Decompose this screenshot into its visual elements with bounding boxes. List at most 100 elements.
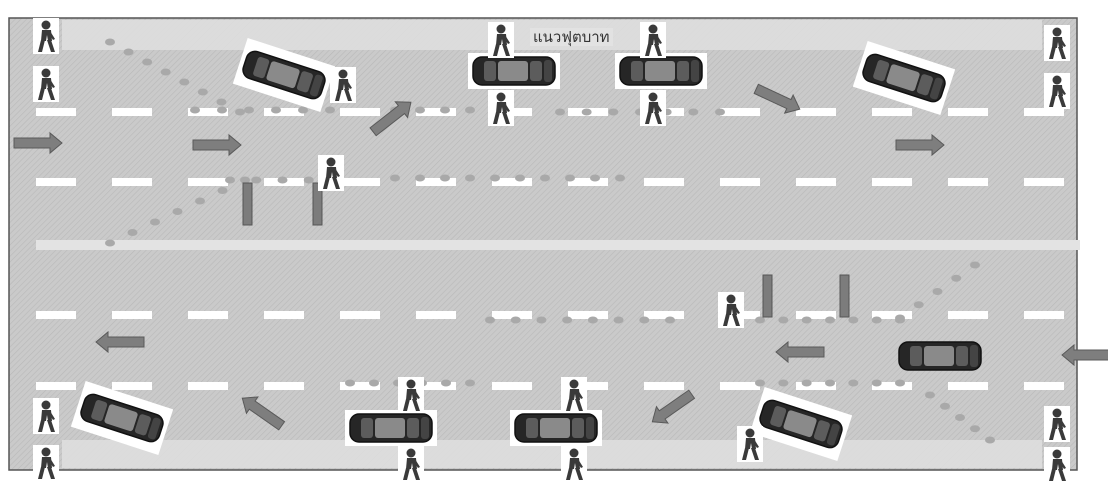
crossing-dot [160, 68, 171, 76]
crossing-dot [801, 316, 812, 324]
crossing-dot [217, 187, 228, 194]
lane-dash [644, 382, 684, 390]
lane-dash [416, 382, 456, 390]
crossing-dot [985, 436, 995, 444]
lane-dash [796, 311, 836, 319]
crossing-dot [755, 379, 765, 387]
crossing-dot [848, 316, 859, 324]
lane-dash [644, 311, 684, 319]
lane-dash [872, 108, 912, 116]
crossing-dot [536, 316, 547, 324]
lane-dash [644, 178, 684, 186]
crossing-dot [298, 106, 308, 114]
lane-dash [36, 382, 76, 390]
crossing-dot [485, 316, 495, 324]
crossing-dot [510, 316, 521, 324]
lane-dash [948, 311, 988, 319]
crossing-dot [955, 414, 965, 421]
crossing-dot [615, 174, 625, 182]
sidewalk-line-label: แนวฟุตบาท [530, 28, 613, 46]
crossing-dot [970, 261, 980, 269]
lane-dash [720, 108, 760, 116]
crossing-dot [197, 88, 208, 96]
crossing-dot [325, 106, 335, 114]
crossing-dot [871, 316, 882, 324]
crossing-dots [105, 38, 995, 444]
crossing-dot [825, 316, 835, 324]
lane-dash [568, 382, 608, 390]
crossing-dot [142, 58, 153, 66]
crossing-dot [105, 239, 115, 247]
lane-dash [948, 108, 988, 116]
lane-dash [492, 311, 532, 319]
crossing-dot [127, 229, 138, 236]
crossing-dot [581, 108, 592, 116]
crossing-dot [277, 176, 288, 184]
barrier-posts [242, 182, 850, 318]
lane-dash [796, 382, 836, 390]
crossing-dot [415, 174, 425, 182]
lane-dash [872, 311, 912, 319]
lane-dash [188, 108, 228, 116]
crossing-dot [172, 208, 183, 215]
crossing-dot [565, 174, 575, 182]
lane-dash [796, 108, 836, 116]
crossing-dot [190, 106, 200, 114]
lane-dash [264, 108, 304, 116]
crossing-dot [825, 379, 835, 387]
lane-dash [340, 178, 380, 186]
crossing-dot [465, 174, 475, 182]
crossing-dot [217, 106, 227, 114]
crossing-dot [465, 379, 475, 387]
cars [70, 37, 982, 462]
lane-dash [188, 178, 228, 186]
crossing-dot [913, 301, 924, 309]
lane-dash [264, 382, 304, 390]
lane-dash [1024, 311, 1064, 319]
lane-dash [112, 382, 152, 390]
lane-dash [36, 178, 76, 186]
crossing-dot [240, 176, 250, 184]
lane-dash [36, 311, 76, 319]
crossing-dot [303, 176, 314, 184]
lane-dash [188, 311, 228, 319]
crossing-dot [555, 108, 565, 116]
lane-dash [948, 178, 988, 186]
lane-dash [264, 311, 304, 319]
crossing-dot [895, 314, 905, 322]
crossing-dot [587, 316, 598, 324]
crossing-dot [235, 108, 245, 116]
lane-dash [112, 311, 152, 319]
crossing-dot [778, 316, 789, 324]
lane-dash [796, 178, 836, 186]
lane-dash [872, 178, 912, 186]
crossing-dot [390, 174, 400, 182]
crossing-dot [590, 174, 600, 182]
crossing-dot [123, 48, 134, 56]
crossing-dot [895, 379, 905, 387]
crossing-dot [688, 108, 699, 116]
crossing-dot [932, 288, 943, 295]
lane-dash [112, 178, 152, 186]
crossing-dot [440, 106, 450, 114]
crossing-dot [195, 197, 205, 205]
crossing-dot [179, 78, 190, 86]
crossing-dot [848, 379, 859, 387]
crossing-dot [562, 316, 573, 324]
lane-dash [340, 382, 380, 390]
crossing-dot [369, 379, 379, 387]
crossing-dot [970, 425, 980, 433]
crossing-dot [415, 106, 425, 114]
crossing-dot [105, 38, 115, 46]
crossing-dot [925, 391, 935, 399]
crossing-dot [778, 379, 789, 387]
crossing-dot [150, 218, 160, 226]
crossing-dot [608, 108, 619, 116]
crossing-dot [225, 176, 235, 184]
crossing-dot [465, 106, 475, 114]
lane-dash [492, 178, 532, 186]
lane-dash [1024, 382, 1064, 390]
lane-dash [416, 178, 456, 186]
lane-dash [188, 382, 228, 390]
